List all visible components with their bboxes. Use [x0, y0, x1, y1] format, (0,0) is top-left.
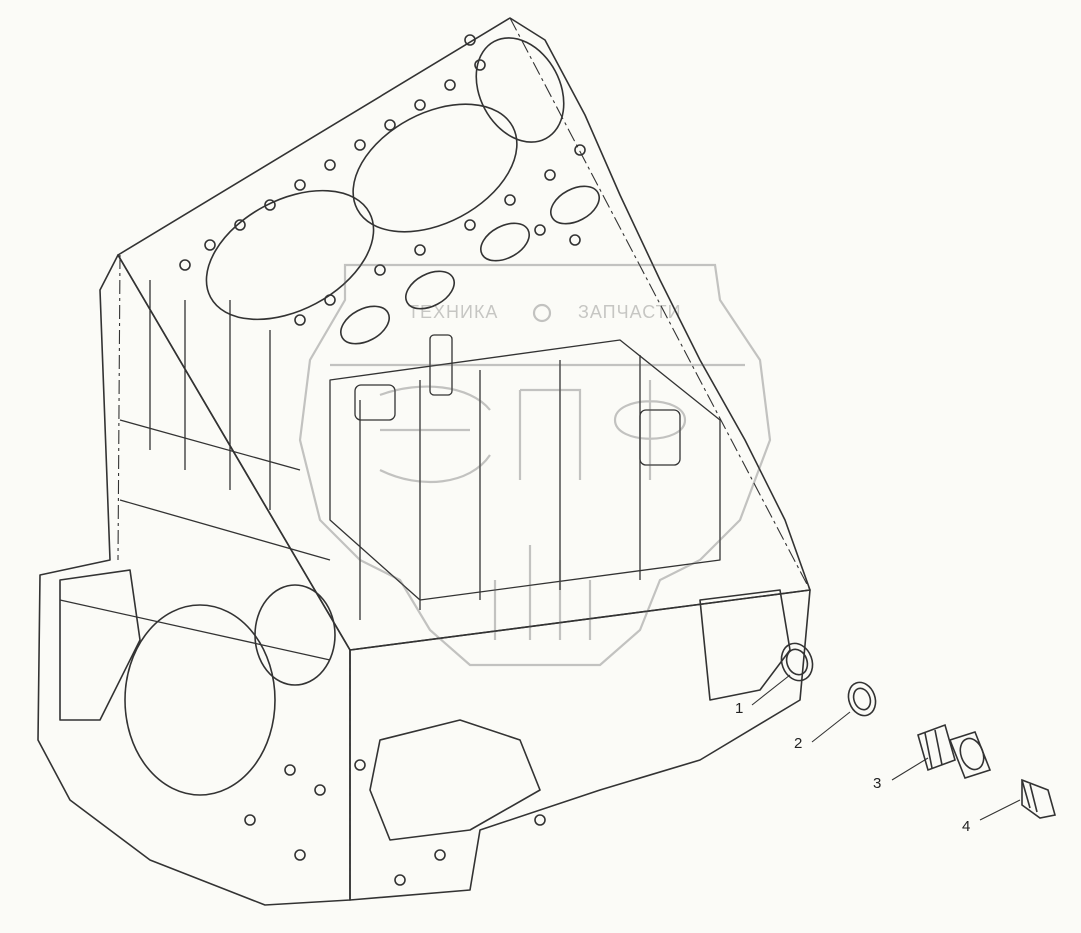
watermark-right-text: ЗАПЧАСТИ [578, 302, 682, 322]
callout-3: 3 [873, 775, 882, 792]
part-2-washer [847, 681, 877, 717]
leader-lines [751, 674, 1021, 821]
passage-2 [480, 222, 530, 262]
side-flange [59, 569, 141, 721]
front-flange [369, 719, 541, 841]
callout-1: 1 [735, 700, 744, 717]
passage-3 [550, 185, 600, 225]
part-1-seal-ring [780, 642, 814, 682]
callout-4: 4 [962, 818, 971, 835]
block-front-face [349, 589, 811, 901]
interior-webs [59, 280, 721, 661]
gear-icon [532, 303, 552, 323]
cylinder-bore-1 [205, 189, 375, 321]
bolt-holes [179, 34, 586, 326]
crank-bore [124, 604, 276, 796]
cylinder-bore-2 [352, 103, 518, 233]
part-3-sensor [917, 723, 992, 779]
part-4-plug [1021, 778, 1057, 819]
passage-4 [340, 305, 390, 345]
center-lines [117, 17, 811, 900]
cam-bore [254, 584, 336, 686]
cylinder-bore-3 [475, 37, 565, 143]
mounting-holes [244, 759, 546, 886]
passage-1 [405, 270, 455, 310]
callout-2: 2 [794, 735, 803, 752]
watermark-left-text: ТЕХНИКА [408, 302, 499, 322]
block-left-face [37, 254, 351, 906]
oil-gallery-boss [699, 589, 791, 701]
watermark-logo [298, 263, 772, 667]
